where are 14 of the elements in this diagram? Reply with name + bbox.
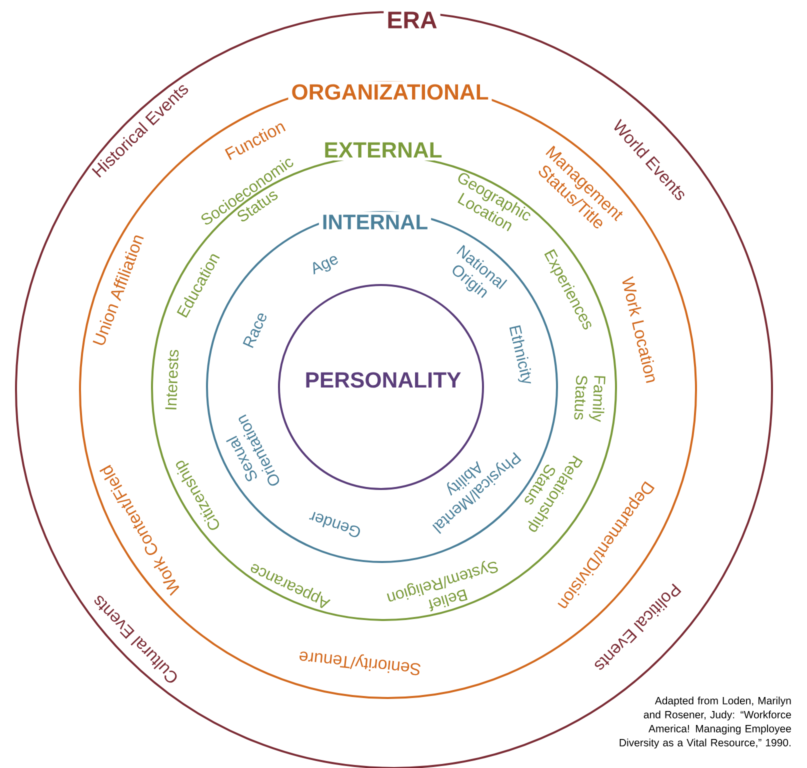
citation-text: Adapted from Loden, Marilyn and Rosener, Judy: “Workforce America! Managing Employee Diversity as a Vital Resource,” 1990.: [620, 696, 791, 748]
ring-heading: PERSONALITY: [302, 369, 464, 391]
factor-label: Interests: [165, 350, 179, 410]
factor-label: Ethnicity: [509, 325, 532, 384]
ring-heading: EXTERNAL: [320, 139, 446, 161]
factor-label: Gender: [309, 512, 360, 538]
ring-heading: ORGANIZATIONAL: [288, 81, 492, 103]
factor-label: Family Status: [574, 375, 606, 422]
ring-heading: INTERNAL: [318, 212, 432, 232]
factor-label: Seniority/Tenure: [300, 652, 420, 676]
ring-heading: ERA: [384, 8, 440, 32]
factor-label: Age: [313, 256, 338, 274]
factor-label: Race: [242, 314, 266, 348]
factor-label: Work Location: [622, 276, 655, 383]
